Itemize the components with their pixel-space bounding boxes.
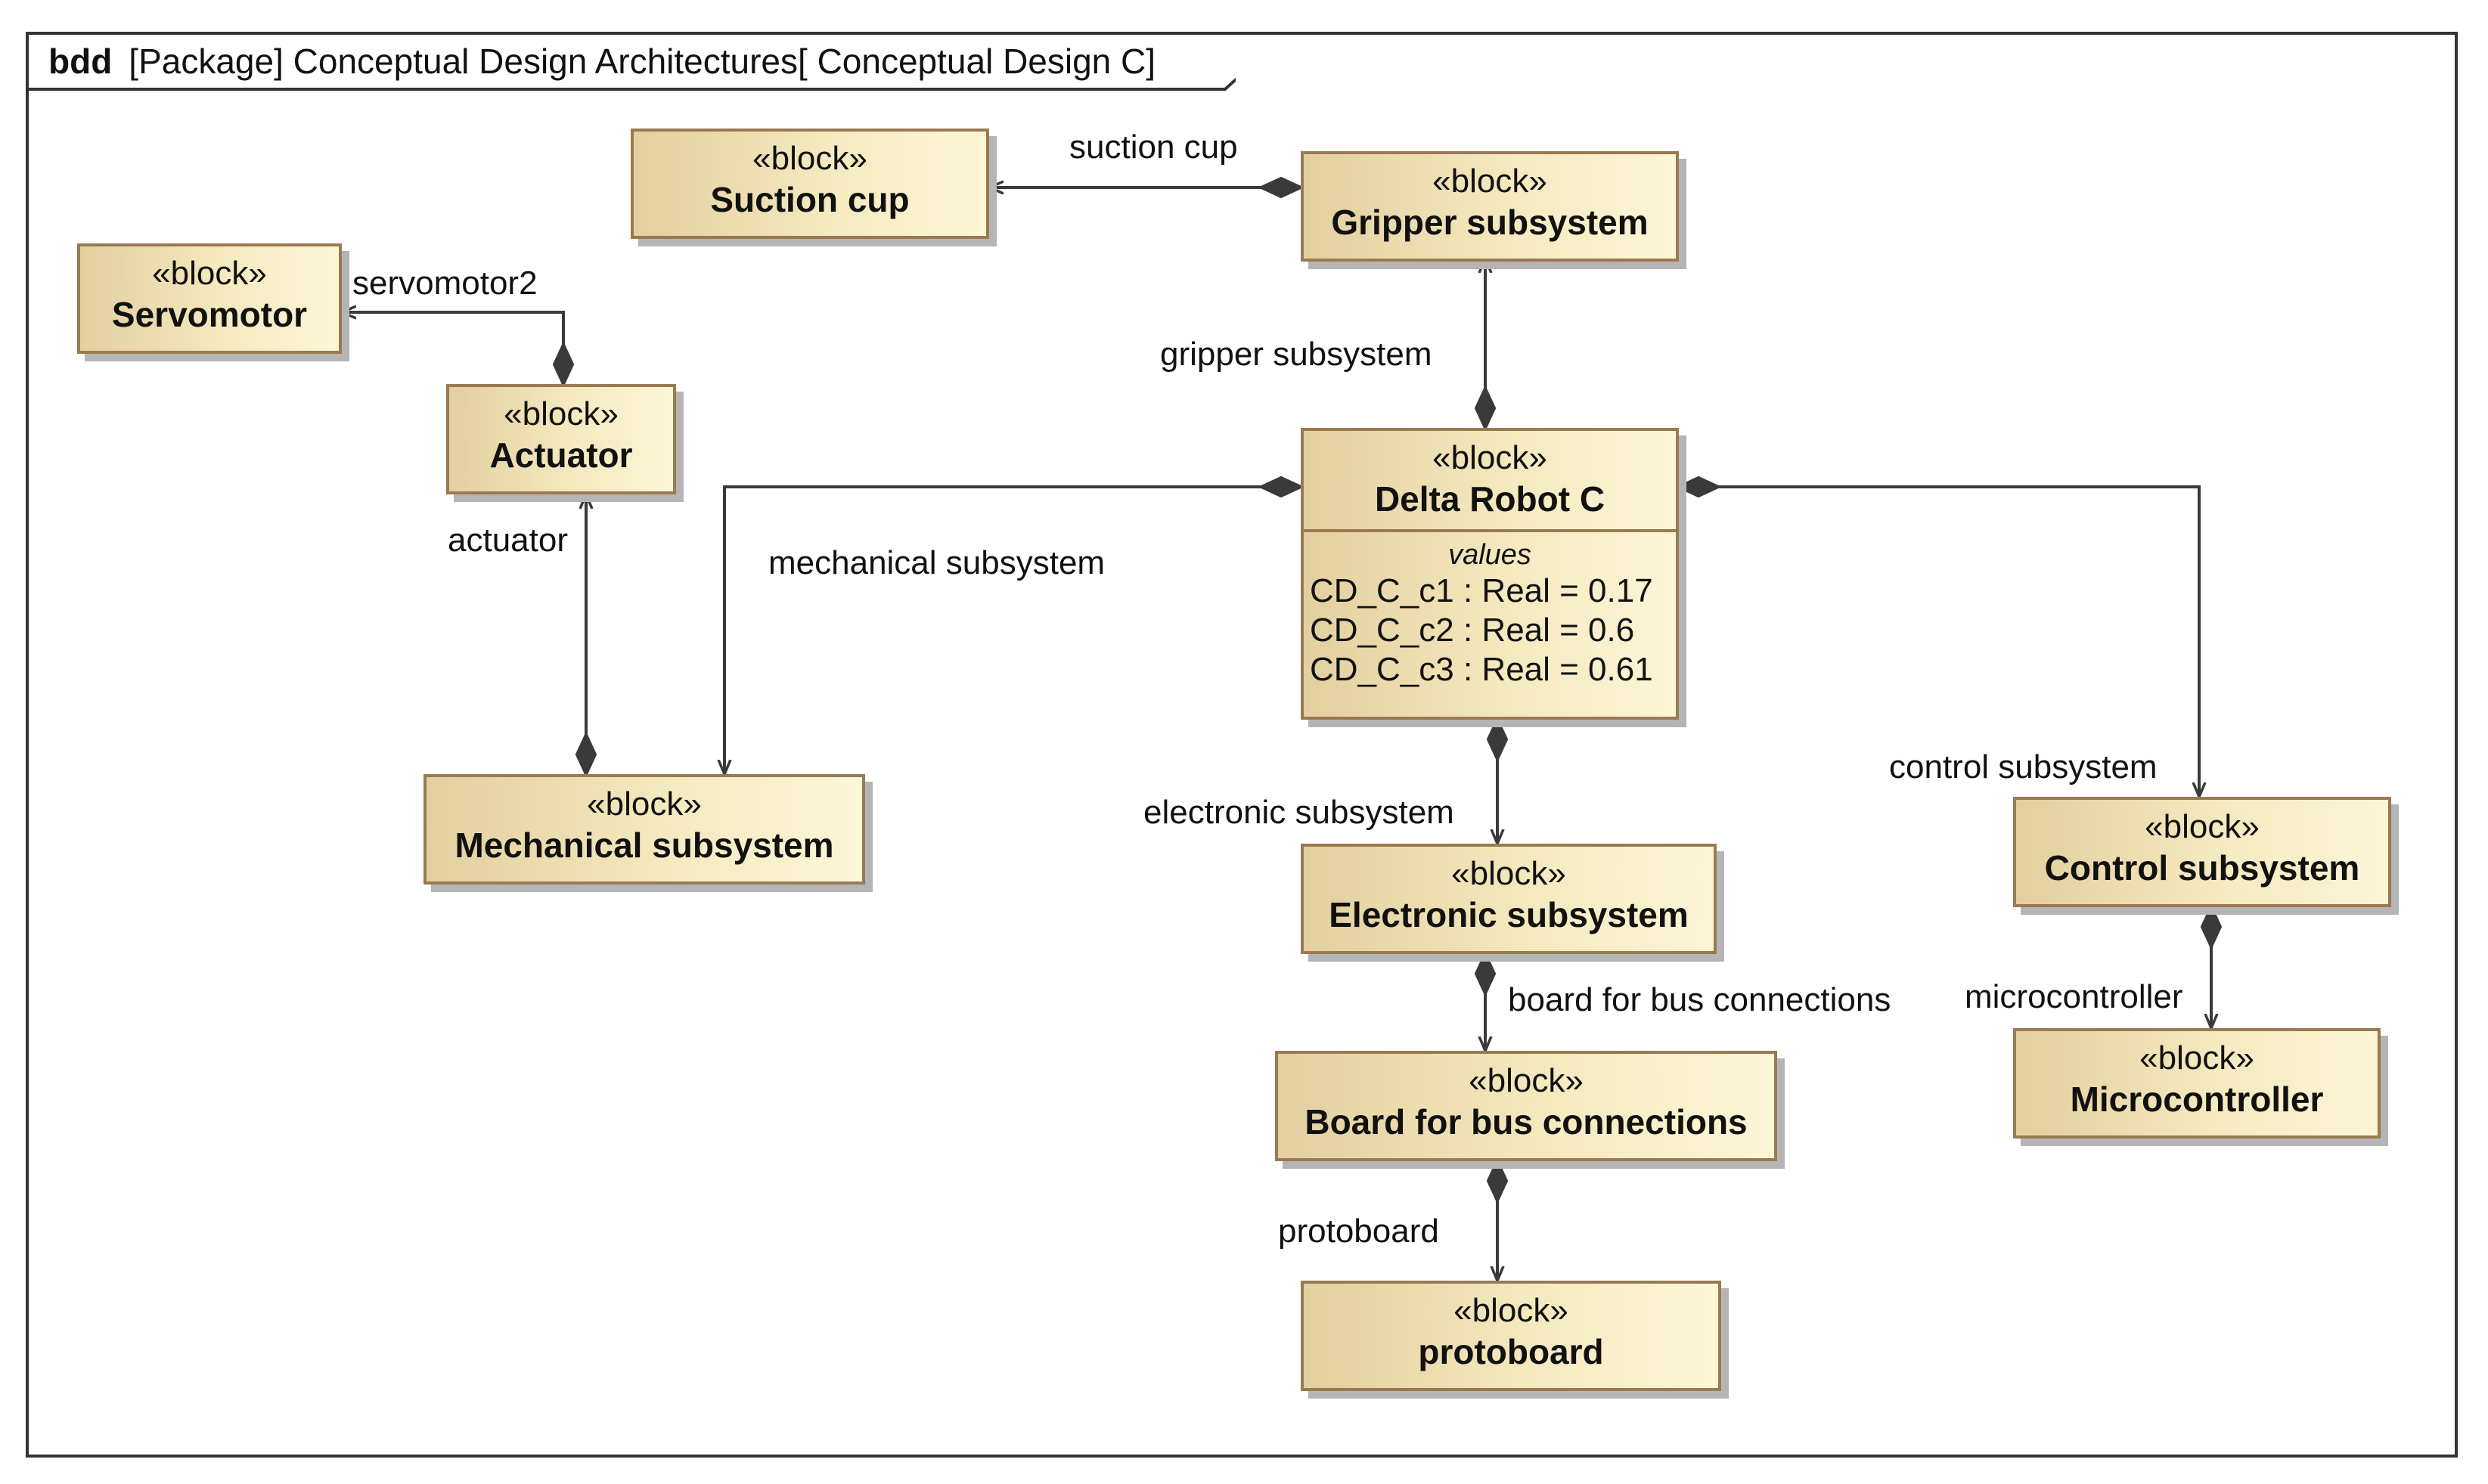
composite-diamond-delta-gripper xyxy=(1474,385,1497,432)
link-delta-mechanical xyxy=(724,485,1261,774)
block-name: Suction cup xyxy=(710,180,910,219)
stereotype-label: «block» xyxy=(752,140,867,177)
role-label-mechanical-subsystem: mechanical subsystem xyxy=(768,544,1106,581)
role-label-microcontroller: microcontroller xyxy=(1965,978,2183,1015)
block-mechanical-subsystem[interactable]: «block» Mechanical subsystem xyxy=(423,774,865,885)
diagram-frame xyxy=(26,32,2458,1458)
frame-title: bdd [Package] Conceptual Design Architect… xyxy=(48,41,1156,82)
block-microcontroller[interactable]: «block» Microcontroller xyxy=(2013,1028,2381,1139)
role-label-servomotor2: servomotor2 xyxy=(352,265,538,302)
role-label-control-subsystem: control subsystem xyxy=(1889,748,2158,785)
block-delta-robot-c[interactable]: «block» Delta Robot C values CD_C_c1 : R… xyxy=(1301,428,1679,720)
stereotype-label: «block» xyxy=(1451,855,1566,892)
block-servomotor[interactable]: «block» Servomotor xyxy=(77,243,342,354)
block-name: Servomotor xyxy=(111,295,308,334)
block-electronic-subsystem[interactable]: «block» Electronic subsystem xyxy=(1301,844,1717,954)
stereotype-label: «block» xyxy=(504,395,619,432)
block-name: Delta Robot C xyxy=(1374,479,1605,519)
role-label-gripper-subsystem: gripper subsystem xyxy=(1160,336,1432,373)
role-label-protoboard: protoboard xyxy=(1278,1213,1439,1250)
role-label-board-for-bus-connections: board for bus connections xyxy=(1508,981,1891,1018)
composite-diamond-electronic-board xyxy=(1474,950,1497,997)
composite-diamond-gripper-suction xyxy=(1258,176,1304,199)
stereotype-label: «block» xyxy=(2139,1039,2254,1077)
block-name: Microcontroller xyxy=(2070,1080,2324,1119)
composite-diamond-delta-control xyxy=(1675,476,1722,498)
role-label-electronic-subsystem: electronic subsystem xyxy=(1143,794,1454,831)
block-name: Mechanical subsystem xyxy=(454,826,834,865)
link-delta-control xyxy=(1718,485,2199,797)
role-label-actuator: actuator xyxy=(448,522,568,559)
block-actuator[interactable]: «block» Actuator xyxy=(446,384,676,494)
compartment-title: values xyxy=(1448,539,1531,571)
composite-diamond-delta-mechanical xyxy=(1258,476,1304,498)
stereotype-label: «block» xyxy=(1432,163,1547,200)
stereotype-label: «block» xyxy=(1432,439,1547,476)
frame-header: bdd [Package] Conceptual Design Architect… xyxy=(26,32,1236,91)
block-gripper-subsystem[interactable]: «block» Gripper subsystem xyxy=(1301,151,1679,262)
composite-diamond-actuator-servomotor xyxy=(552,341,575,388)
block-name: Electronic subsystem xyxy=(1329,895,1689,934)
value-property: CD_C_c1 : Real = 0.17 xyxy=(1310,572,1653,609)
composite-diamond-board-protoboard xyxy=(1486,1157,1509,1204)
value-property: CD_C_c3 : Real = 0.61 xyxy=(1310,651,1653,688)
block-name: Gripper subsystem xyxy=(1331,203,1649,242)
stereotype-label: «block» xyxy=(1453,1292,1568,1329)
frame-tab-outline xyxy=(26,77,1236,91)
stereotype-label: «block» xyxy=(152,255,267,292)
block-board-for-bus-connections[interactable]: «block» Board for bus connections xyxy=(1275,1051,1777,1161)
values-compartment: values CD_C_c1 : Real = 0.17 CD_C_c2 : R… xyxy=(1304,529,1676,689)
block-name: Actuator xyxy=(489,435,633,475)
composite-diamond-mechanical-actuator xyxy=(575,731,597,778)
value-property: CD_C_c2 : Real = 0.6 xyxy=(1310,612,1635,649)
role-label-suction-cup: suction cup xyxy=(1069,129,1238,166)
frame-package-title: [Package] Conceptual Design Architecture… xyxy=(129,42,1156,81)
block-name: Board for bus connections xyxy=(1304,1102,1748,1142)
composite-diamond-control-microcontroller xyxy=(2200,903,2223,950)
block-control-subsystem[interactable]: «block» Control subsystem xyxy=(2013,797,2391,907)
link-actuator-servomotor xyxy=(342,312,565,345)
composite-diamond-delta-electronic xyxy=(1486,716,1509,763)
stereotype-label: «block» xyxy=(2145,808,2260,845)
block-name: Control subsystem xyxy=(2044,848,2360,888)
block-suction-cup[interactable]: «block» Suction cup xyxy=(631,129,989,239)
stereotype-label: «block» xyxy=(587,785,702,823)
frame-kind: bdd xyxy=(48,42,113,81)
stereotype-label: «block» xyxy=(1469,1062,1584,1099)
block-protoboard[interactable]: «block» protoboard xyxy=(1301,1281,1721,1391)
block-name: protoboard xyxy=(1418,1332,1604,1371)
